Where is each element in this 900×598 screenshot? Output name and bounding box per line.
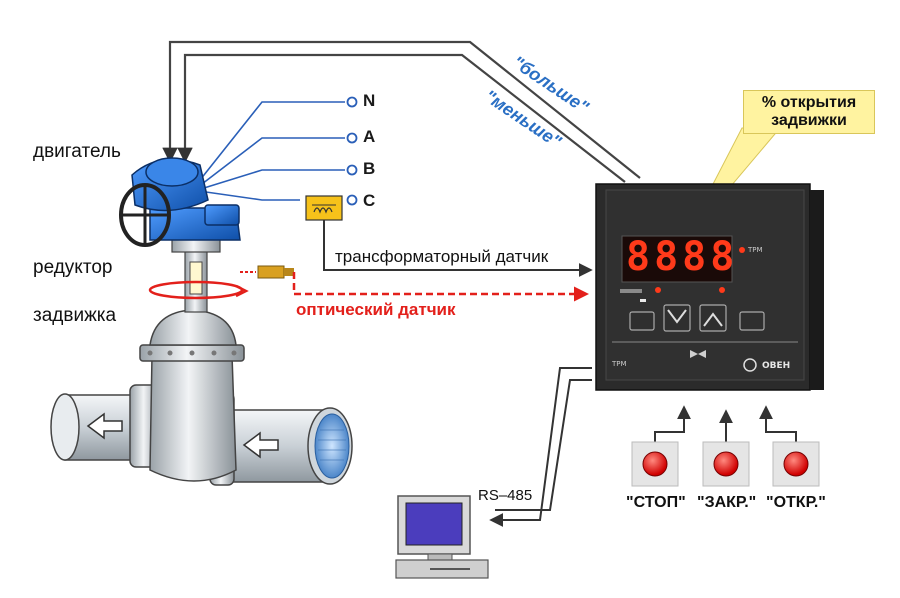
close-button-label: "ЗАКР."	[697, 494, 757, 511]
button-wires	[654, 405, 797, 442]
transformer-sensor	[305, 195, 343, 221]
wire-label-c: C	[363, 191, 376, 210]
wire-label-a: A	[363, 127, 376, 146]
motor-assembly	[119, 157, 241, 247]
indicator-brand: ОВЕН	[762, 361, 791, 371]
stop-button-label: "СТОП"	[626, 494, 686, 511]
control-wires	[162, 40, 641, 183]
label-transformer-sensor: трансформаторный датчик	[335, 247, 549, 266]
phase-wires	[199, 101, 345, 201]
label-gearbox: редуктор	[33, 257, 113, 278]
wire-label-n: N	[363, 91, 376, 110]
rs485-wires	[489, 367, 592, 527]
open-button-label: "ОТКР."	[766, 494, 826, 511]
computer	[395, 495, 489, 579]
label-motor: двигатель	[33, 141, 121, 162]
close-button	[702, 441, 750, 487]
open-button	[772, 441, 820, 487]
indicator-display: 8888	[626, 234, 739, 280]
optical-sensor	[240, 265, 294, 279]
indicator-buttons	[629, 304, 765, 332]
wire-terminals	[346, 96, 358, 206]
indicator-device	[595, 183, 824, 391]
valve-stem	[148, 237, 249, 313]
label-rs485: RS–485	[478, 487, 533, 504]
label-valve: задвижка	[33, 305, 117, 326]
wire-label-b: B	[363, 159, 376, 178]
valve-body	[129, 309, 245, 486]
stop-button	[631, 441, 679, 487]
indicator-device-code: ТРМ	[612, 360, 627, 368]
label-optical-sensor: оптический датчик	[296, 300, 456, 319]
callout-valve-opening: % открытия задвижки	[743, 90, 875, 134]
indicator-model: ТРМ	[748, 246, 763, 254]
